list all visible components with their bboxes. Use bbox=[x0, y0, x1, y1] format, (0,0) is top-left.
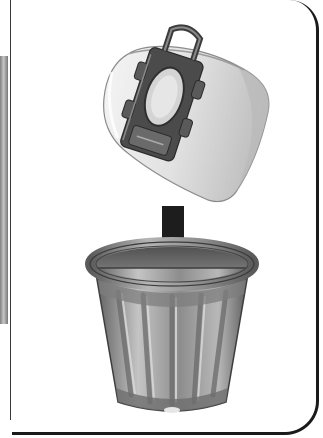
dust-bag-icon bbox=[104, 17, 269, 201]
trash-bin-icon bbox=[90, 242, 254, 413]
